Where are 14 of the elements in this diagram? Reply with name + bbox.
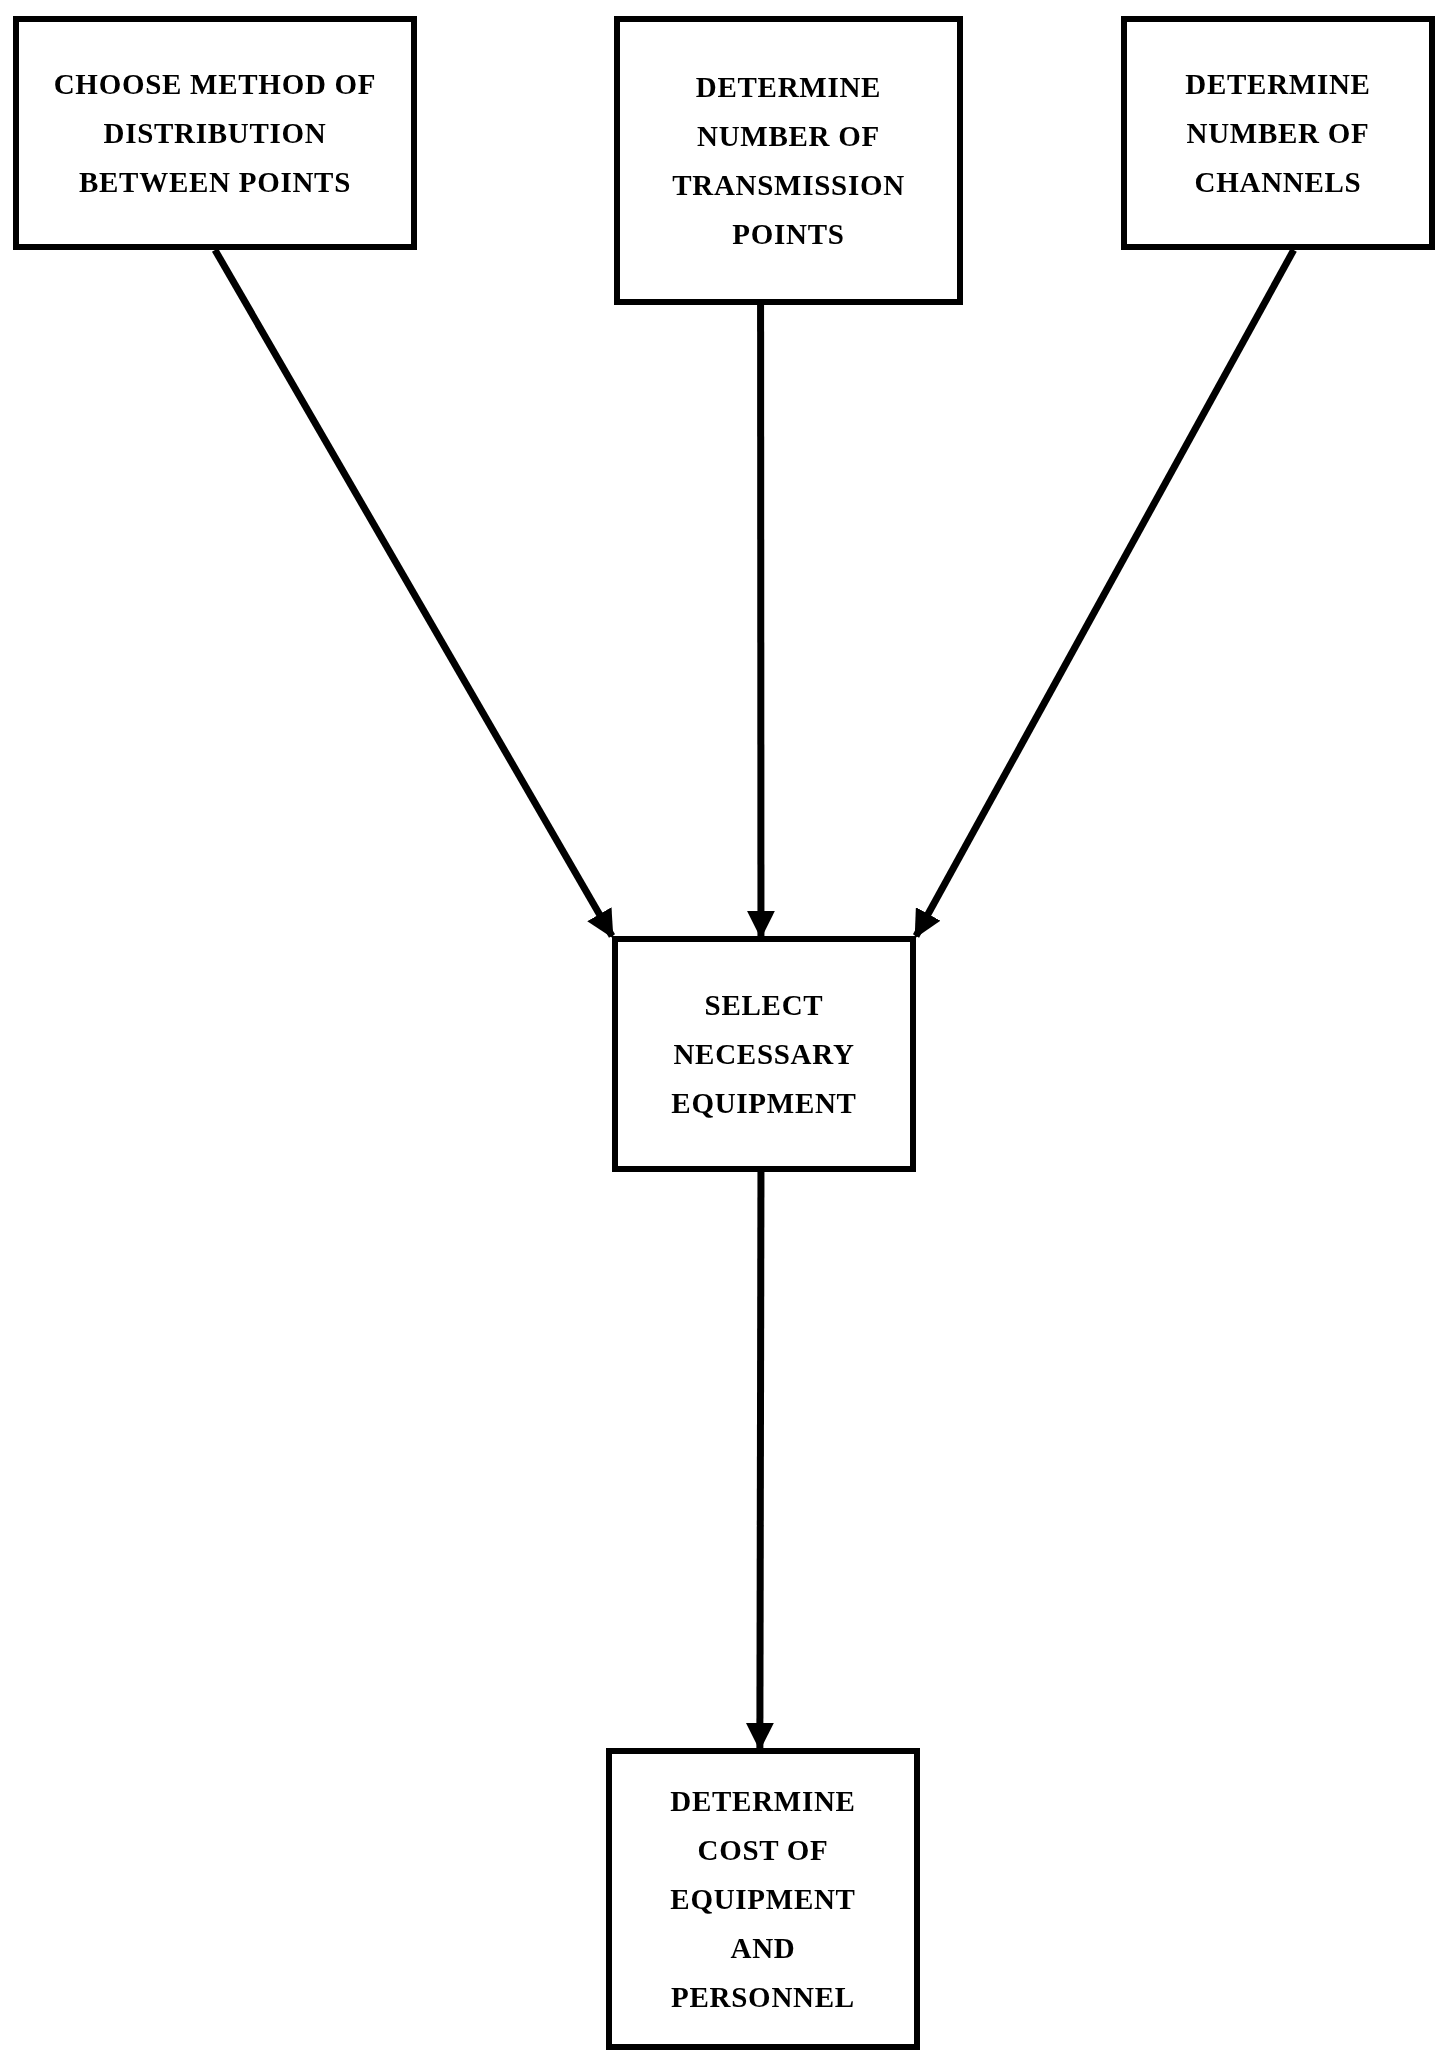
box-label: DETERMINE NUMBER OF TRANSMISSION POINTS [671, 69, 906, 252]
box-label: DETERMINE NUMBER OF CHANNELS [1184, 66, 1372, 200]
process-box [13, 16, 417, 250]
box-label: SELECT NECESSARY EQUIPMENT [670, 987, 858, 1121]
arrow [745, 1172, 774, 1751]
process-box [614, 16, 963, 305]
process-box [1121, 16, 1435, 250]
process-box [606, 1748, 920, 2050]
process-box [612, 936, 916, 1172]
arrow [912, 248, 1297, 939]
box-label: DETERMINE COST OF EQUIPMENT AND PERSONNEL [669, 1783, 857, 2015]
box-label: CHOOSE METHOD OF DISTRIBUTION BETWEEN POINTS [52, 66, 378, 200]
arrow [211, 248, 616, 939]
arrow [746, 305, 775, 939]
